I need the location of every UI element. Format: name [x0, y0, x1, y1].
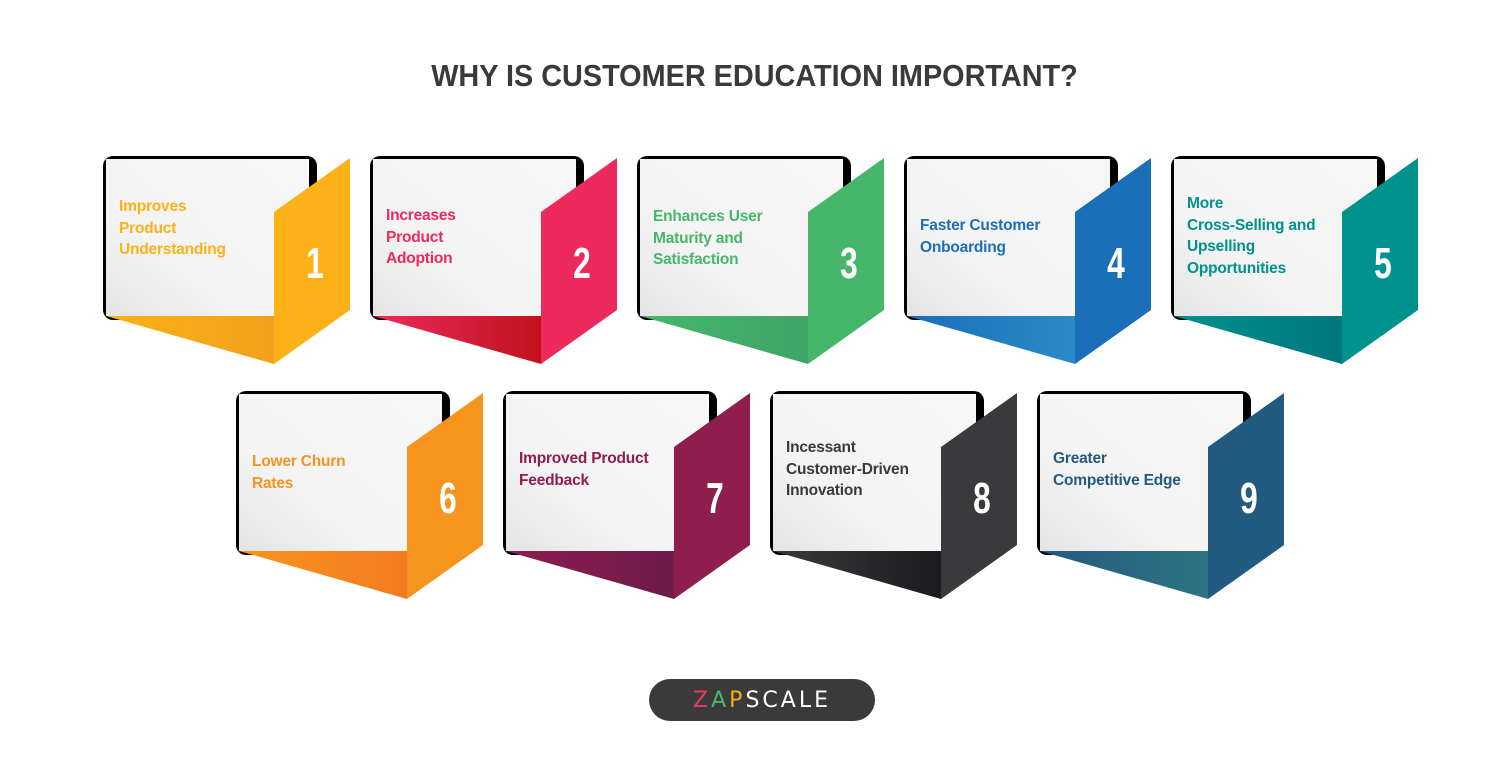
card-shape — [1171, 156, 1418, 364]
card-shape — [1037, 391, 1284, 599]
logo-letter-p: P — [729, 687, 746, 713]
benefit-label-line: Lower Churn — [252, 453, 346, 470]
benefit-label-line: Improves — [119, 198, 187, 215]
benefit-number: 7 — [706, 474, 724, 523]
logo-letters-scale: SCALE — [745, 687, 831, 713]
benefit-label-line: Onboarding — [920, 238, 1006, 256]
benefit-label-line: More — [1187, 195, 1224, 212]
card-shape — [103, 156, 350, 364]
benefit-label-line: Product — [386, 228, 444, 246]
benefit-label-line: Increases — [386, 207, 456, 224]
benefit-label-line: Rates — [252, 474, 294, 492]
card-shape — [503, 391, 750, 599]
benefit-number: 5 — [1374, 239, 1392, 288]
card-shape — [637, 156, 884, 364]
benefit-label-line: Product — [119, 219, 177, 237]
logo-letter-a: A — [711, 687, 730, 713]
benefit-label-line: Feedback — [519, 471, 589, 489]
benefit-label-line: Faster Customer — [920, 217, 1041, 234]
benefit-number: 2 — [573, 239, 591, 288]
benefit-label-line: Greater — [1053, 450, 1107, 467]
benefit-number: 4 — [1107, 239, 1125, 288]
benefit-label-line: Enhances User — [653, 208, 763, 225]
benefit-label-line: Opportunities — [1187, 259, 1287, 277]
benefit-number: 1 — [306, 239, 324, 288]
benefit-label-line: Maturity and — [653, 229, 743, 247]
benefit-number: 8 — [973, 474, 991, 523]
card-shape — [370, 156, 617, 364]
benefit-label-line: Cross-Selling and — [1187, 216, 1316, 234]
logo-letter-z: Z — [693, 687, 712, 713]
benefit-label-line: Understanding — [119, 241, 226, 258]
card-shape — [904, 156, 1151, 364]
benefit-label-line: Improved Product — [519, 450, 649, 467]
card-shape — [236, 391, 483, 599]
infographic-title: WHY IS CUSTOMER EDUCATION IMPORTANT? — [431, 58, 1078, 93]
card-shape — [770, 391, 1017, 599]
benefit-number: 3 — [840, 239, 858, 288]
benefit-label-line: Upselling — [1187, 238, 1255, 255]
benefit-number: 9 — [1240, 474, 1258, 523]
benefit-label-line: Competitive Edge — [1053, 471, 1181, 489]
benefit-number: 6 — [439, 474, 457, 523]
benefit-label-line: Innovation — [786, 482, 863, 499]
benefit-label-line: Incessant — [786, 439, 856, 456]
benefit-label-line: Adoption — [386, 250, 453, 267]
benefit-label-line: Satisfaction — [653, 251, 739, 268]
benefit-label-line: Customer-Driven — [786, 460, 909, 478]
